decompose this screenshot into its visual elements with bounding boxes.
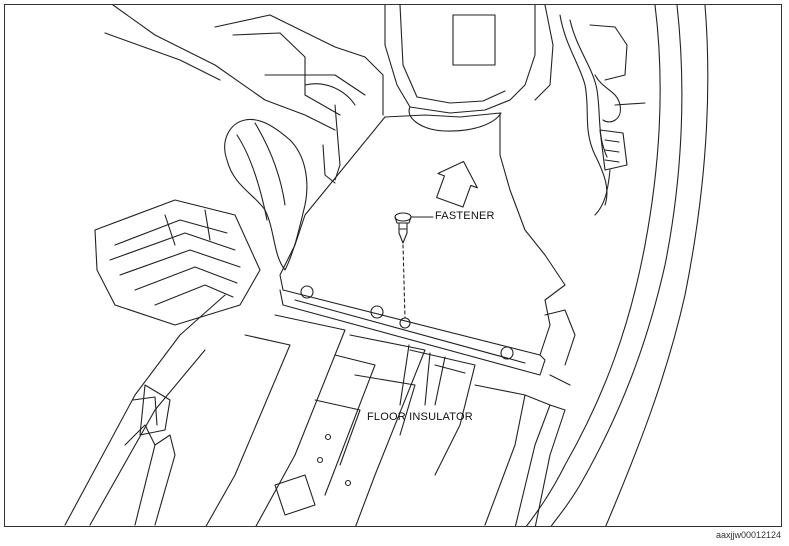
- diagram-frame: FASTENER FLOOR INSULATOR: [4, 4, 782, 527]
- image-id-text: aaxjjw00012124: [715, 530, 781, 540]
- floor-insulator-label: FLOOR INSULATOR: [367, 411, 473, 423]
- left-floor-panel: [94, 199, 261, 326]
- heater-unit: [384, 5, 536, 114]
- right-wiring-harness: [559, 14, 608, 206]
- fastener-guide-line: [402, 244, 406, 319]
- forward-arrow: [436, 160, 478, 208]
- fastener-hole: [399, 317, 411, 329]
- floor-insulator: [279, 112, 566, 356]
- left-seat-shape: [224, 118, 308, 271]
- left-trim-outline: [112, 5, 336, 131]
- fastener: [394, 212, 412, 244]
- insulator-flange: [279, 289, 546, 376]
- floor-insulator-illustration: [64, 5, 709, 526]
- fastener-label: FASTENER: [435, 210, 495, 222]
